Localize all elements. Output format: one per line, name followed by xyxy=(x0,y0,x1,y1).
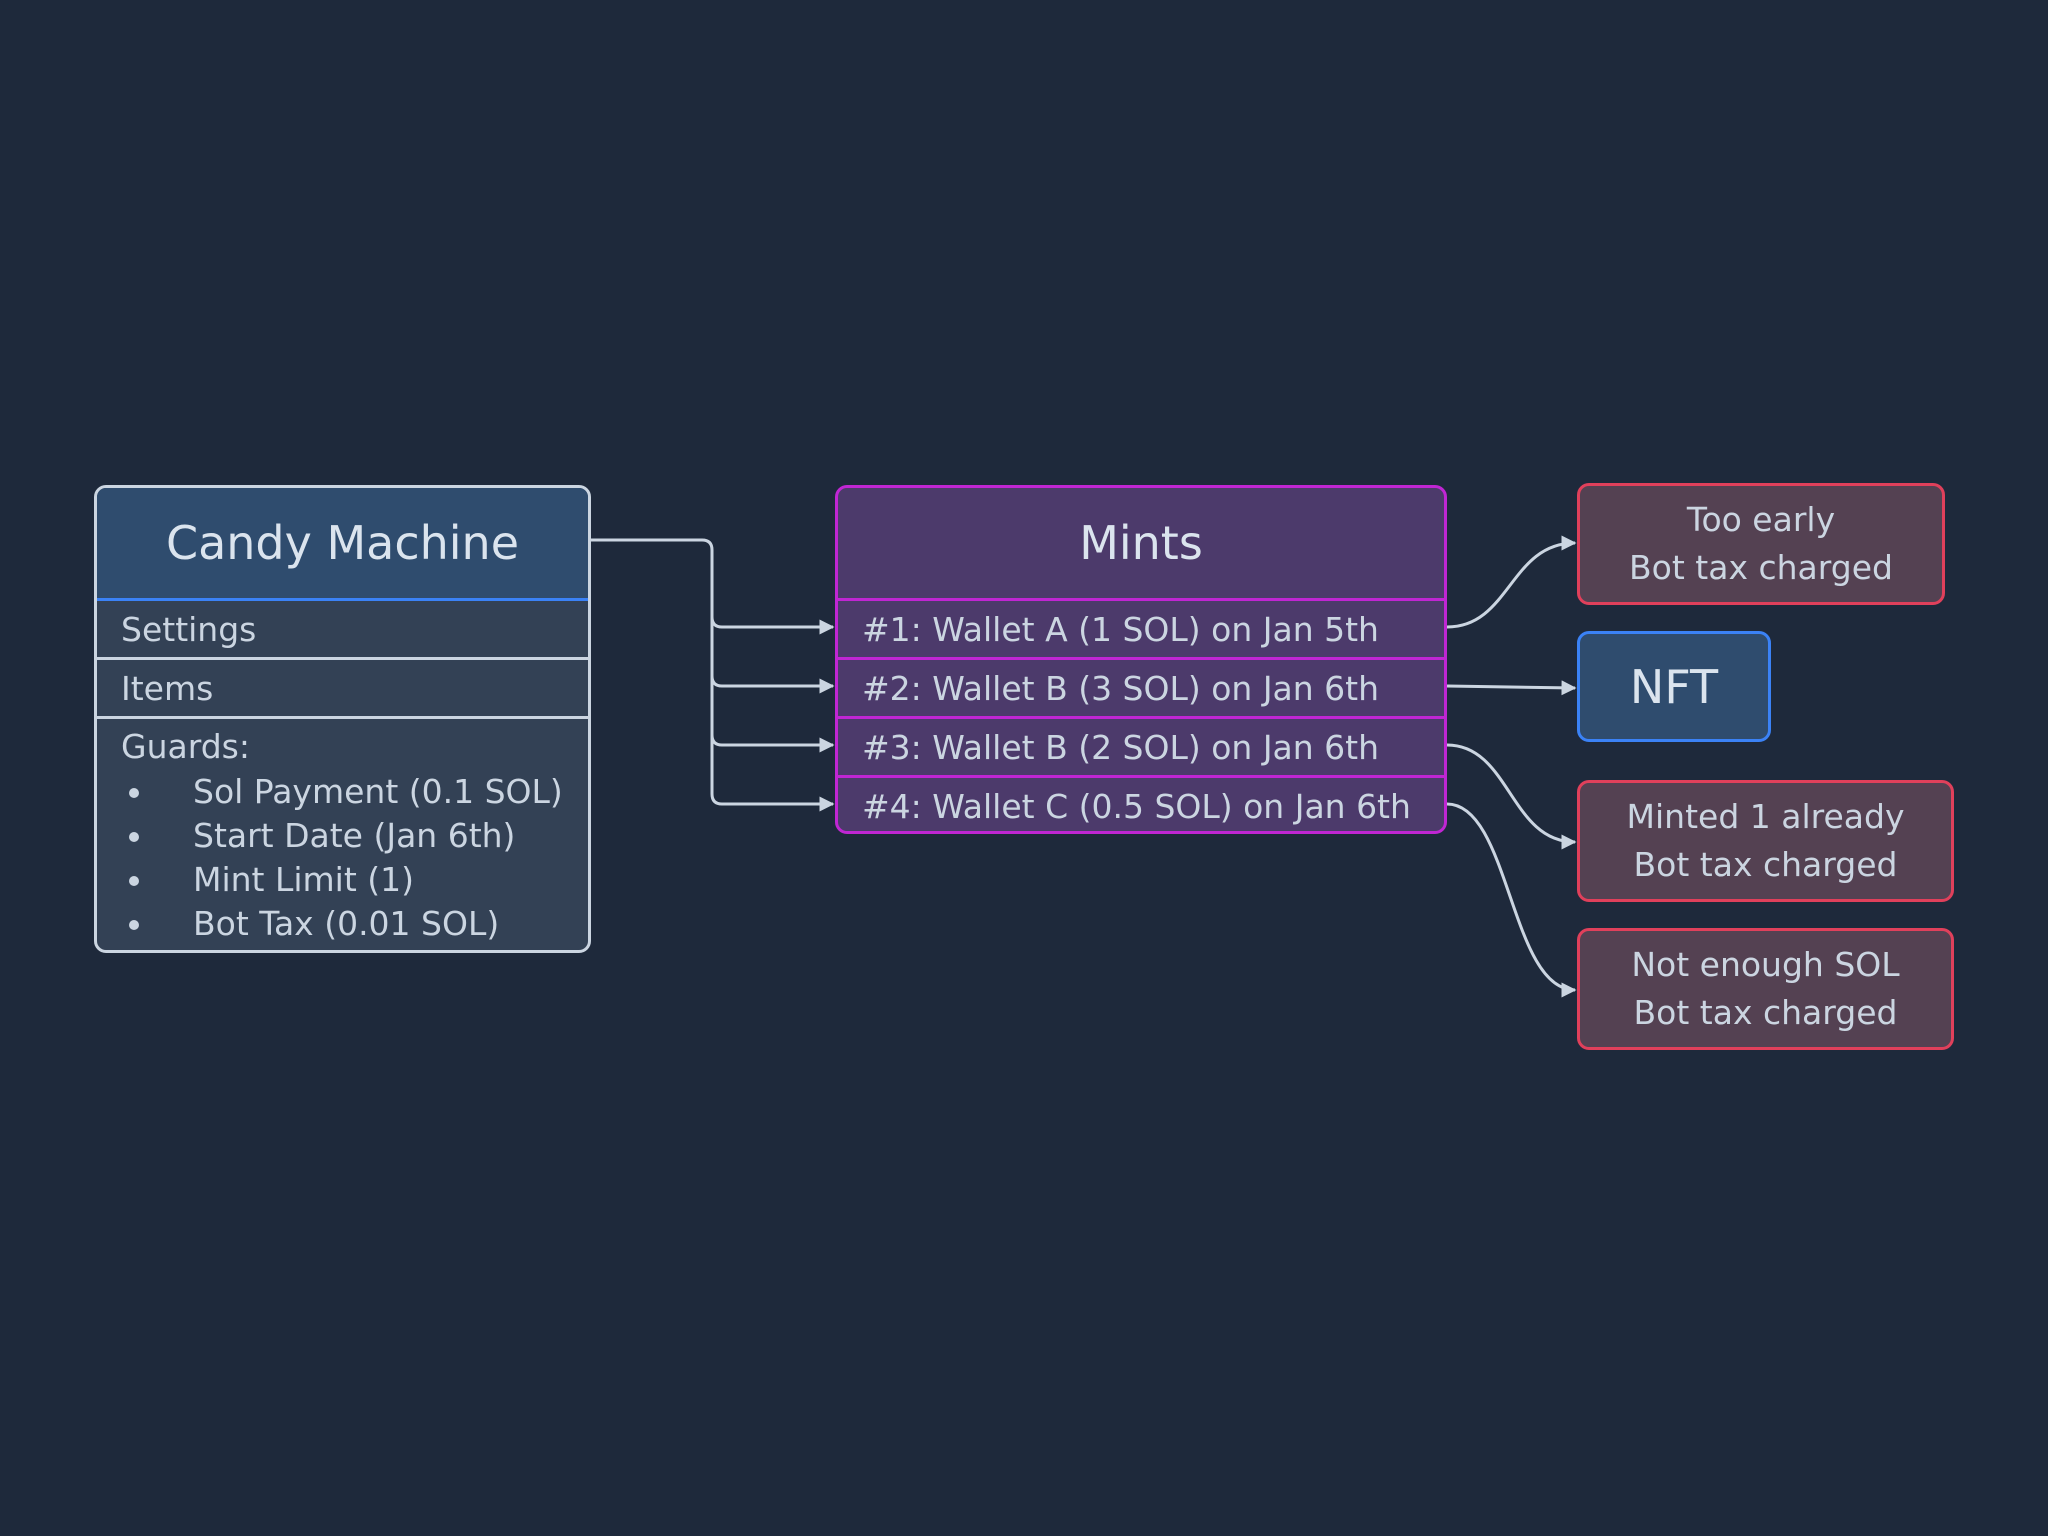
mint-row: #4: Wallet C (0.5 SOL) on Jan 6th xyxy=(862,786,1411,826)
guards-label: Guards: xyxy=(121,727,250,766)
guard-item: Start Date (Jan 6th) xyxy=(129,814,588,858)
outcome-minted-already-line1: Minted 1 already xyxy=(1626,797,1905,836)
outcome-minted-already: Minted 1 already Bot tax charged xyxy=(1577,780,1954,902)
guard-item: Sol Payment (0.1 SOL) xyxy=(129,770,588,814)
candy-machine-items: Items xyxy=(97,660,588,719)
guard-item: Mint Limit (1) xyxy=(129,858,588,902)
mint-row: #2: Wallet B (3 SOL) on Jan 6th xyxy=(838,660,1444,719)
edge-mint2-nft xyxy=(1446,680,1577,696)
outcome-too-early-line1: Too early xyxy=(1686,500,1836,539)
edge-cm-mint-4 xyxy=(710,720,835,812)
outcome-too-early: Too early Bot tax charged xyxy=(1577,483,1945,605)
mint-row: #1: Wallet A (1 SOL) on Jan 5th xyxy=(838,601,1444,660)
mint-row: #3: Wallet B (2 SOL) on Jan 6th xyxy=(838,719,1444,778)
candy-machine-title: Candy Machine xyxy=(97,488,588,601)
edge-cm-mint-1 xyxy=(591,538,835,635)
guard-item: Bot Tax (0.01 SOL) xyxy=(129,902,588,946)
outcome-not-enough-line2: Bot tax charged xyxy=(1633,993,1898,1032)
mints-title: Mints xyxy=(838,488,1444,601)
guards-list: Sol Payment (0.1 SOL) Start Date (Jan 6t… xyxy=(121,770,588,946)
candy-machine-box: Candy Machine Settings Items Guards: Sol… xyxy=(94,485,591,953)
edge-cm-mint-2 xyxy=(710,600,835,694)
candy-machine-guards: Guards: Sol Payment (0.1 SOL) Start Date… xyxy=(97,719,588,946)
edge-cm-mint-3 xyxy=(710,660,835,753)
edge-mint3-minted-already xyxy=(1446,743,1577,850)
edge-mint4-not-enough xyxy=(1446,802,1577,998)
edge-mint1-too-early xyxy=(1446,535,1577,629)
outcome-not-enough-sol: Not enough SOL Bot tax charged xyxy=(1577,928,1954,1050)
outcome-minted-already-line2: Bot tax charged xyxy=(1633,845,1898,884)
outcome-not-enough-line1: Not enough SOL xyxy=(1631,945,1900,984)
outcome-too-early-line2: Bot tax charged xyxy=(1629,548,1893,587)
mints-box: Mints #1: Wallet A (1 SOL) on Jan 5th #2… xyxy=(835,485,1447,834)
candy-machine-settings: Settings xyxy=(97,601,588,660)
outcome-nft: NFT xyxy=(1577,631,1771,742)
